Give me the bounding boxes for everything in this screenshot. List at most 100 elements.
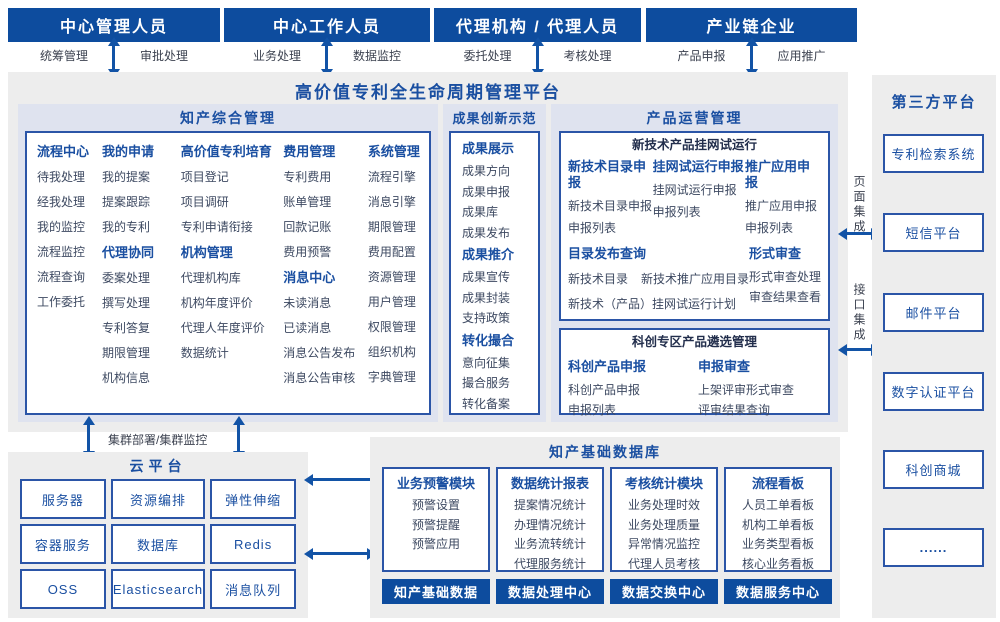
menu-item: 回款记账 xyxy=(283,220,332,234)
up-down-arrow-icon xyxy=(320,37,333,78)
menu-item: 上架评审形式审查 xyxy=(698,383,795,397)
formal-review-group: 形式审查 形式审查处理 审查结果查看 xyxy=(749,241,821,317)
section-achievement-demo: 成果创新示范 成果展示成果方向成果申报成果库成果发布成果推介成果宣传成果封装支持… xyxy=(443,104,546,422)
up-down-arrow-icon xyxy=(82,416,95,460)
menu-item: 业务类型看板 xyxy=(741,537,814,551)
menu-item: 成果库 xyxy=(462,205,499,219)
menu-item: 待我处理 xyxy=(37,170,86,184)
role-function-label: 产品申报 xyxy=(677,48,726,63)
third-party-box: 科创商城 xyxy=(883,450,984,489)
menu-item: 撮合服务 xyxy=(462,376,511,390)
db-module: 业务预警模块 预警设置预警提醒预警应用 xyxy=(382,467,490,572)
menu-item: 科创产品申报 xyxy=(568,383,641,397)
panel-bottom-row: 目录发布查询 新技术目录 新技术推广应用目录 新技术（产品）挂网试运行计划 形式… xyxy=(561,239,828,317)
ip-management-panel: 流程中心待我处理经我处理我的监控流程监控流程查询工作委托 我的申请我的提案提案跟… xyxy=(25,131,431,415)
menu-item: 机构年度评价 xyxy=(180,296,253,310)
menu-item: 提案情况统计 xyxy=(513,498,586,512)
menu-item: 项目登记 xyxy=(180,170,229,184)
left-right-arrow-icon xyxy=(304,547,376,560)
role-function-label: 应用推广 xyxy=(777,48,826,63)
role-functions: 业务处理 数据监控 xyxy=(224,46,430,64)
panel-title: 科创专区产品遴选管理 xyxy=(631,335,757,349)
module-items: 业务处理时效业务处理质量异常情况监控代理人员考核 xyxy=(612,496,716,570)
menu-group-header: 成果展示 xyxy=(462,141,515,156)
menu-column: 高价值专利培育项目登记项目调研专利申请衔接机构管理代理机构库机构年度评价代理人年… xyxy=(181,139,283,413)
up-down-arrow-icon xyxy=(531,37,544,78)
panel-columns: 新技术目录申报新技术目录申报申报列表 挂网试运行申报挂网试运行申报申报列表 推广… xyxy=(561,157,828,239)
menu-item: 预警设置 xyxy=(411,498,460,512)
menu-group-header: 流程中心 xyxy=(37,144,90,159)
menu-item: 流程引擎 xyxy=(367,170,416,184)
cloud-service-box: 数据库 xyxy=(110,524,206,564)
role-function-label: 委托处理 xyxy=(463,48,512,63)
new-tech-trial-panel: 新技术产品挂网试运行 新技术目录申报新技术目录申报申报列表 挂网试运行申报挂网试… xyxy=(559,131,830,321)
menu-item: 新技术目录 xyxy=(568,272,629,286)
db-badge: 数据服务中心 xyxy=(724,579,832,604)
section-title: 知产综合管理 xyxy=(180,110,276,126)
role-functions: 产品申报 应用推广 xyxy=(646,46,857,64)
menu-item: 专利费用 xyxy=(283,170,332,184)
section-title: 知产基础数据库 xyxy=(549,444,661,460)
menu-column: 科创产品申报科创产品申报申报列表 xyxy=(568,354,698,420)
db-module: 流程看板 人员工单看板机构工单看板业务类型看板核心业务看板 xyxy=(724,467,832,572)
menu-item: 业务流转统计 xyxy=(513,537,586,551)
menu-group-header: 我的申请 xyxy=(102,144,155,159)
menu-group-header: 代理协同 xyxy=(102,245,155,260)
menu-item: 用户管理 xyxy=(367,295,416,309)
menu-item: 费用配置 xyxy=(367,245,416,259)
db-badge: 数据处理中心 xyxy=(496,579,604,604)
menu-item: 费用预警 xyxy=(283,245,332,259)
cloud-service-box: 弹性伸缩 xyxy=(210,479,296,519)
catalog-row: 新技术（产品）挂网试运行计划 xyxy=(568,292,749,317)
menu-item: 推广应用申报 xyxy=(745,199,818,213)
achievement-panel: 成果展示成果方向成果申报成果库成果发布成果推介成果宣传成果封装支持政策转化撮合意… xyxy=(449,131,540,415)
menu-item: 撰写处理 xyxy=(102,296,151,310)
menu-item: 预警提醒 xyxy=(411,517,460,532)
menu-item: 未读消息 xyxy=(283,296,332,310)
menu-item: 项目调研 xyxy=(180,195,229,209)
menu-item: 成果封装 xyxy=(462,290,511,305)
section-third-party: 第三方平台 专利检索系统短信平台邮件平台数字认证平台科创商城...... xyxy=(872,75,996,618)
role-function-label: 审批处理 xyxy=(140,48,189,63)
menu-item: 业务处理时效 xyxy=(627,498,700,512)
panel-title: 新技术产品挂网试运行 xyxy=(631,138,757,152)
menu-group-header: 消息中心 xyxy=(283,270,336,285)
menu-item: 形式审查处理 xyxy=(749,270,822,284)
menu-group-header: 费用管理 xyxy=(283,144,336,159)
menu-column: 我的申请我的提案提案跟踪我的专利代理协同委案处理撰写处理专利答复期限管理机构信息 xyxy=(102,139,181,413)
menu-item: 专利答复 xyxy=(102,321,151,335)
third-party-box: 邮件平台 xyxy=(883,293,984,332)
menu-item: 经我处理 xyxy=(37,195,86,209)
left-right-arrow-icon xyxy=(838,227,880,240)
third-party-box: 数字认证平台 xyxy=(883,372,984,411)
menu-item: 提案跟踪 xyxy=(102,195,151,209)
left-arrow-icon xyxy=(304,473,370,486)
cluster-label: 集群部署/集群监控 xyxy=(108,433,208,447)
role-bar-enterprises: 产业链企业 xyxy=(646,8,857,42)
menu-item: 代理人年度评价 xyxy=(180,321,265,335)
module-items: 预警设置预警提醒预警应用 xyxy=(384,496,488,555)
role-functions: 委托处理 考核处理 xyxy=(434,46,641,64)
menu-item: 申报列表 xyxy=(745,221,794,235)
section-title: 云平台 xyxy=(129,458,187,474)
role-bar-center-staff: 中心工作人员 xyxy=(224,8,430,42)
menu-item: 流程监控 xyxy=(37,245,86,259)
up-down-arrow-icon xyxy=(745,37,758,78)
cloud-service-box: Redis xyxy=(210,524,296,564)
cloud-service-box: Elasticsearch xyxy=(110,569,206,609)
section-ip-management: 知产综合管理 流程中心待我处理经我处理我的监控流程监控流程查询工作委托 我的申请… xyxy=(18,104,438,422)
panel-columns: 科创产品申报科创产品申报申报列表 申报审查上架评审形式审查评审结果查询 xyxy=(561,354,828,420)
menu-column: 费用管理专利费用账单管理回款记账费用预警消息中心未读消息已读消息消息公告发布消息… xyxy=(283,139,368,413)
menu-item: 数据统计 xyxy=(180,346,229,360)
section-ip-database: 知产基础数据库 业务预警模块 预警设置预警提醒预警应用 数据统计报表 提案情况统… xyxy=(370,437,840,618)
menu-item: 申报列表 xyxy=(652,205,701,219)
menu-item: 评审结果查询 xyxy=(698,403,771,417)
role-bar-agencies: 代理机构 / 代理人员 xyxy=(434,8,641,42)
menu-item: 专利申请衔接 xyxy=(180,220,253,234)
catalog-row: 新技术目录 新技术推广应用目录 xyxy=(568,267,749,292)
menu-item: 机构信息 xyxy=(102,371,151,385)
menu-item: 支持政策 xyxy=(462,311,511,325)
menu-group-header: 新技术目录申报 xyxy=(568,159,647,190)
